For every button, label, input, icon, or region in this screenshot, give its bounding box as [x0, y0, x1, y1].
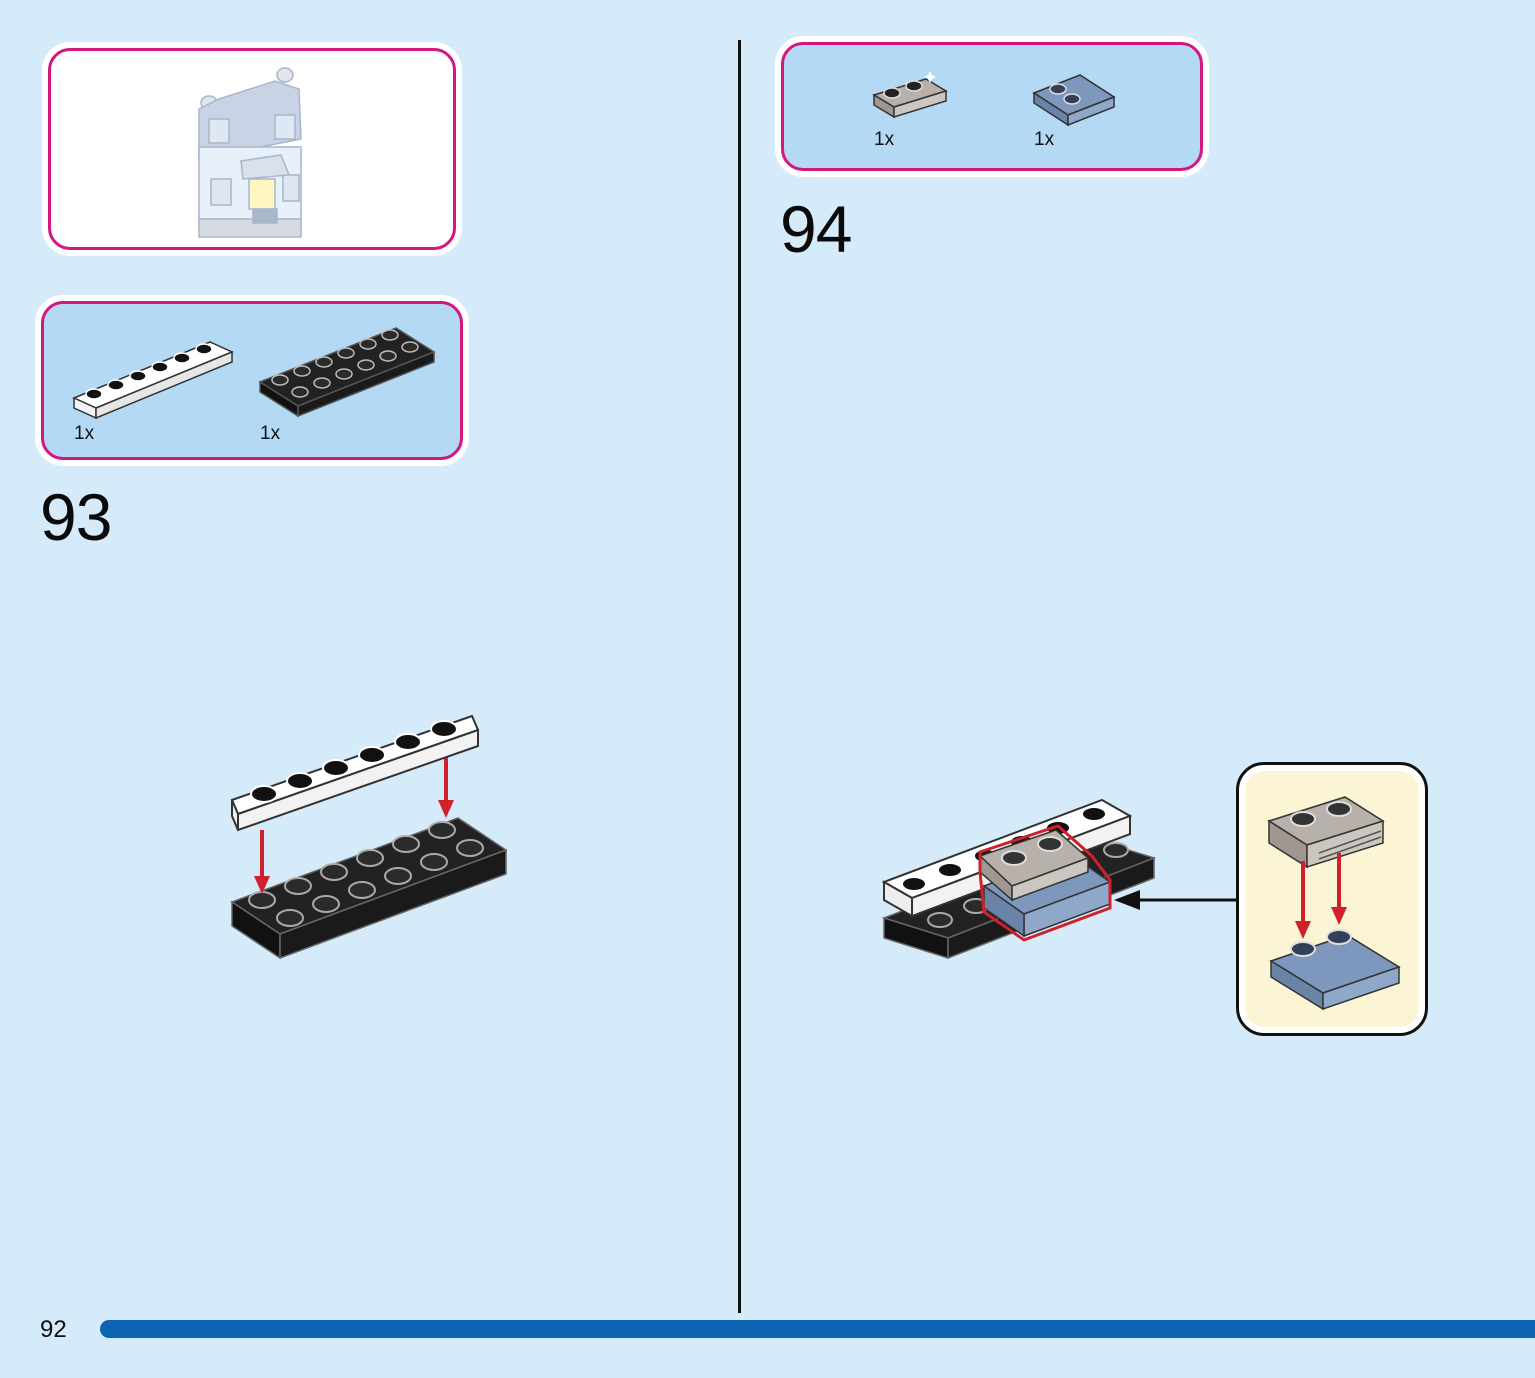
callout-pointer-arrow	[1114, 890, 1236, 910]
callout-sub-assembly-illustration	[1267, 796, 1401, 1011]
sandblue-tile-icon	[1032, 74, 1116, 127]
step-93-parts-box: 1x 1x	[41, 301, 463, 460]
quantity-label: 1x	[874, 129, 895, 150]
quantity-label: 1x	[74, 423, 95, 444]
step-93-assembly-illustration	[230, 714, 508, 960]
sub-assembly-callout	[1236, 762, 1428, 1036]
black-2x6-plate-icon	[258, 327, 436, 418]
progress-bar	[100, 1320, 1535, 1338]
step-number: 94	[780, 192, 852, 266]
step-94-parts-box: 1x 1x	[781, 42, 1203, 171]
page-divider	[738, 40, 741, 1313]
step-94-assembly-illustration	[881, 798, 1157, 960]
page-number: 92	[40, 1316, 67, 1343]
house-preview-icon	[198, 67, 302, 238]
step-number: 93	[40, 480, 112, 554]
model-preview-box	[48, 48, 456, 250]
quantity-label: 1x	[1034, 129, 1055, 150]
quantity-label: 1x	[260, 423, 281, 444]
white-1x6-plate-icon	[72, 341, 234, 420]
silver-grille-tile-icon	[872, 71, 948, 119]
